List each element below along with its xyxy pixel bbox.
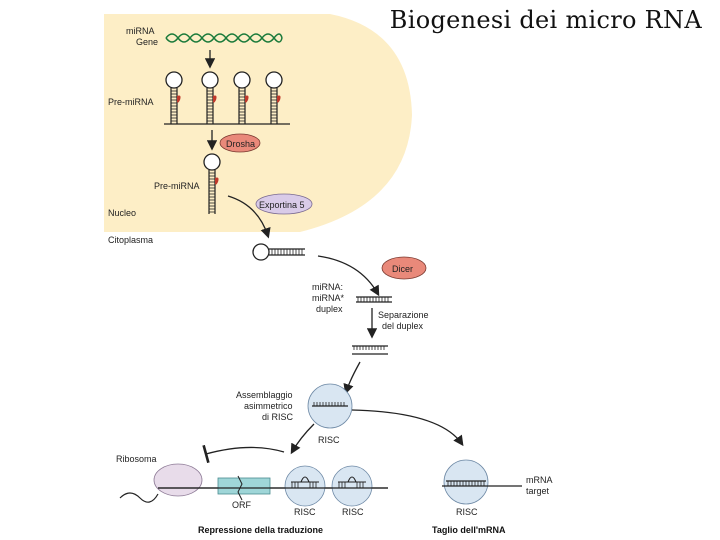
taglio-caption: Taglio dell'mRNA: [432, 525, 506, 535]
pre-mirna-label: Pre-miRNA: [154, 181, 200, 191]
inhibition-bar: [202, 444, 285, 464]
assemblaggio-label-3: di RISC: [262, 412, 294, 422]
citoplasma-label: Citoplasma: [108, 235, 153, 245]
arrow-dicer: [317, 255, 380, 297]
risc-top-label: RISC: [318, 435, 340, 445]
duplex-label-1: miRNA:: [312, 282, 343, 292]
risc-label-3: RISC: [456, 507, 478, 517]
duplex-label-3: duplex: [316, 304, 343, 314]
pri-hairpin-2: [201, 71, 219, 124]
orf-box: [217, 477, 271, 495]
dicer-enzyme: [381, 256, 427, 280]
risc-label-1: RISC: [294, 507, 316, 517]
risc-complex-1: [284, 465, 326, 507]
separated-strands: [352, 345, 388, 355]
mrna-tail: [119, 492, 159, 503]
separazione-label-2: del duplex: [382, 321, 424, 331]
pri-mirna-hairpins: [165, 71, 283, 124]
arrow-to-repression: [290, 423, 315, 455]
risc-assembly-strand: [312, 402, 348, 407]
drosha-enzyme: [219, 133, 261, 153]
arrow-to-cleavage: [351, 409, 464, 447]
risc-bound-hairpin-1: [291, 476, 319, 488]
dicer-label: Dicer: [392, 264, 413, 274]
ribosome: [153, 463, 203, 497]
cleavage-strand: [446, 480, 486, 486]
pre-hairpin-nucleus-shape: [203, 153, 221, 214]
assemblaggio-label-2: asimmetrico: [244, 401, 293, 411]
mirna-gene-label-2: Gene: [136, 37, 158, 47]
pri-mirna-label: Pre-miRNA: [108, 97, 154, 107]
risc-bound-hairpin-2: [338, 476, 366, 488]
pre-mirna-cytoplasm: [252, 243, 305, 261]
pre-mirna-hairpin-nucleus: [203, 153, 221, 214]
pri-hairpin-4: [265, 71, 283, 124]
nucleo-label: Nucleo: [108, 208, 136, 218]
ribosoma-label: Ribosoma: [116, 454, 157, 464]
exportina-5: [255, 193, 313, 215]
nucleus-region: [104, 14, 412, 232]
mrna-target-label-2: target: [526, 486, 550, 496]
risc-label-2: RISC: [342, 507, 364, 517]
dna-helix: [165, 33, 283, 43]
repressione-caption: Repressione della traduzione: [198, 525, 323, 535]
duplex-label-2: miRNA*: [312, 293, 344, 303]
pri-hairpin-1: [165, 71, 183, 124]
pri-hairpin-3: [233, 71, 251, 124]
mirna-gene-label-1: miRNA: [126, 26, 155, 36]
assemblaggio-label-1: Assemblaggio: [236, 390, 293, 400]
mirna-duplex: [356, 296, 392, 303]
drosha-label: Drosha: [226, 139, 255, 149]
orf-label: ORF: [232, 500, 252, 510]
slide-title: Biogenesi dei micro RNA: [389, 6, 702, 34]
separazione-label-1: Separazione: [378, 310, 429, 320]
risc-complex-2: [331, 465, 373, 507]
arrow-export: [227, 195, 271, 239]
arrow-assembly: [343, 361, 361, 395]
mrna-target-label-1: mRNA: [526, 475, 553, 485]
exportina-label: Exportina 5: [259, 200, 305, 210]
